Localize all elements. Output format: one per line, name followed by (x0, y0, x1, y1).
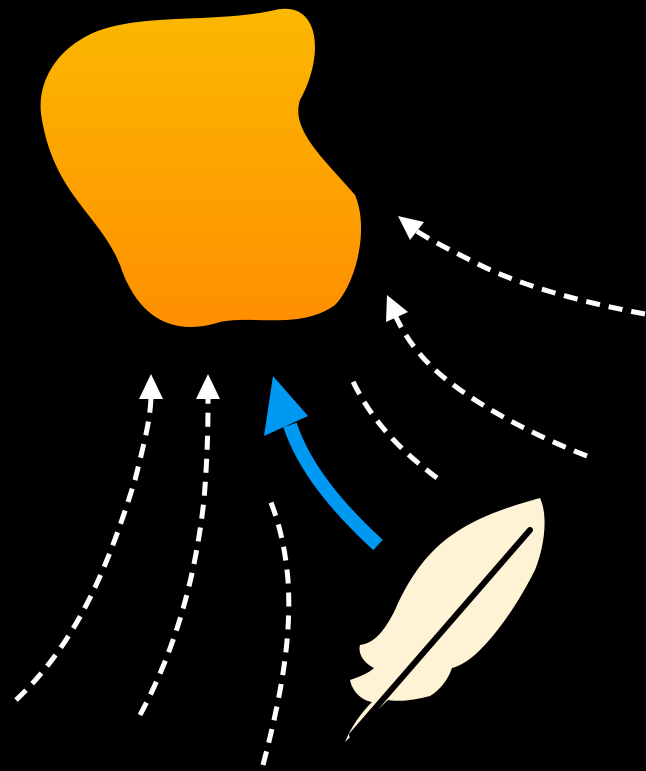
diagram-canvas (0, 0, 646, 771)
